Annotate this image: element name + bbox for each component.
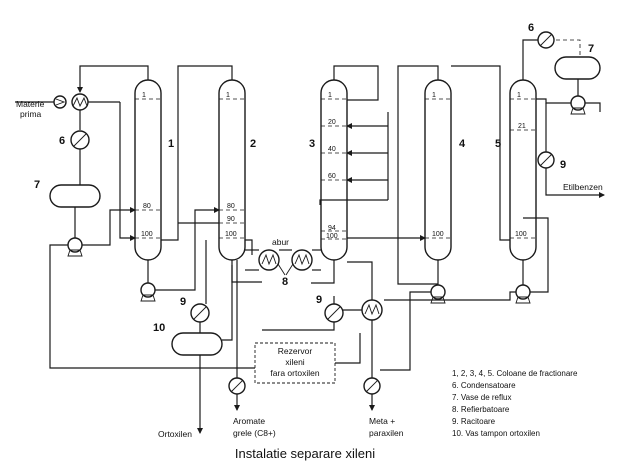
column-4: 1 100 (424, 79, 452, 261)
plate-label: 1 (226, 92, 230, 99)
plate-label: 1 (432, 92, 436, 99)
tank-label-2: xileni (285, 357, 304, 367)
legend: 1, 2, 3, 4, 5. Coloane de fractionare 6.… (452, 369, 578, 438)
plate-label: 80 (227, 203, 235, 210)
aromatics-label-1: Aromate (233, 416, 265, 426)
cooler-number: 9 (180, 296, 186, 308)
middle-equipment: 9 (262, 294, 383, 411)
cooler-number: 9 (316, 294, 322, 306)
reflux-vessel-number: 7 (34, 179, 40, 191)
plate-label: 100 (141, 231, 153, 238)
plate-label: 21 (518, 123, 526, 130)
feed-label-1: Materie (16, 99, 45, 109)
legend-item: 6. Condensatoare (452, 381, 516, 390)
legend-item: 8. Refierbatoare (452, 405, 510, 414)
reflux-vessel-number: 7 (588, 43, 594, 55)
plate-label: 1 (328, 92, 332, 99)
column-number: 2 (250, 138, 256, 150)
plate-label: 1 (517, 92, 521, 99)
plate-label: 60 (328, 173, 336, 180)
condenser-number: 6 (59, 135, 65, 147)
reboilers: abur 8 (245, 237, 321, 288)
legend-item: 10. Vas tampon ortoxilen (452, 429, 540, 438)
feed-label-2: prima (20, 109, 42, 119)
plate-label: 100 (432, 231, 444, 238)
column-2: 1 80 90 100 (218, 79, 246, 261)
bottom-left-equipment: 9 10 (153, 260, 246, 434)
condenser-number: 6 (528, 22, 534, 34)
plate-label: 100 (326, 233, 338, 240)
column-5: 1 21 100 (509, 79, 537, 261)
plate-label: 40 (328, 146, 336, 153)
plate-label: 90 (227, 216, 235, 223)
buffer-vessel-number: 10 (153, 322, 165, 334)
tank-label-1: Rezervor (278, 346, 313, 356)
tank-label-3: fara ortoxilen (270, 368, 319, 378)
meta-para-label-1: Meta + (369, 416, 395, 426)
xylene-tank: Rezervor xileni fara ortoxilen (254, 333, 361, 384)
column-1: 1 80 100 (134, 79, 162, 261)
legend-item: 7. Vase de reflux (452, 393, 511, 402)
plate-label: 20 (328, 119, 336, 126)
legend-item: 9. Racitoare (452, 417, 496, 426)
plate-label: 1 (142, 92, 146, 99)
ortho-label: Ortoxilen (158, 429, 192, 439)
plate-label: 100 (515, 231, 527, 238)
aromatics-label-2: grele (C8+) (233, 428, 276, 438)
legend-item: 1, 2, 3, 4, 5. Coloane de fractionare (452, 369, 578, 378)
plate-label: 94 (328, 225, 336, 232)
cooler-number: 9 (560, 159, 566, 171)
steam-label: abur (272, 237, 289, 247)
column-number: 1 (168, 138, 174, 150)
diagram-caption: Instalatie separare xileni (235, 446, 375, 461)
plate-label: 80 (143, 203, 151, 210)
overhead-lines (77, 39, 581, 285)
column-number: 4 (459, 138, 466, 150)
left-reflux-system: Materie prima 6 7 (15, 93, 255, 369)
column-number: 3 (309, 138, 315, 150)
ethylbenzene-label: Etilbenzen (563, 182, 603, 192)
reboiler-b (291, 249, 313, 271)
inter-column-lines (140, 68, 549, 371)
reboiler-a (258, 249, 280, 271)
column-number: 5 (495, 138, 501, 150)
reboiler-number: 8 (282, 276, 288, 288)
plate-label: 100 (225, 231, 237, 238)
column-3: 1 20 40 60 94 100 (320, 79, 348, 261)
right-reflux-system: 6 7 9 Etilbenzen (528, 22, 605, 198)
meta-para-label-2: paraxilen (369, 428, 404, 438)
